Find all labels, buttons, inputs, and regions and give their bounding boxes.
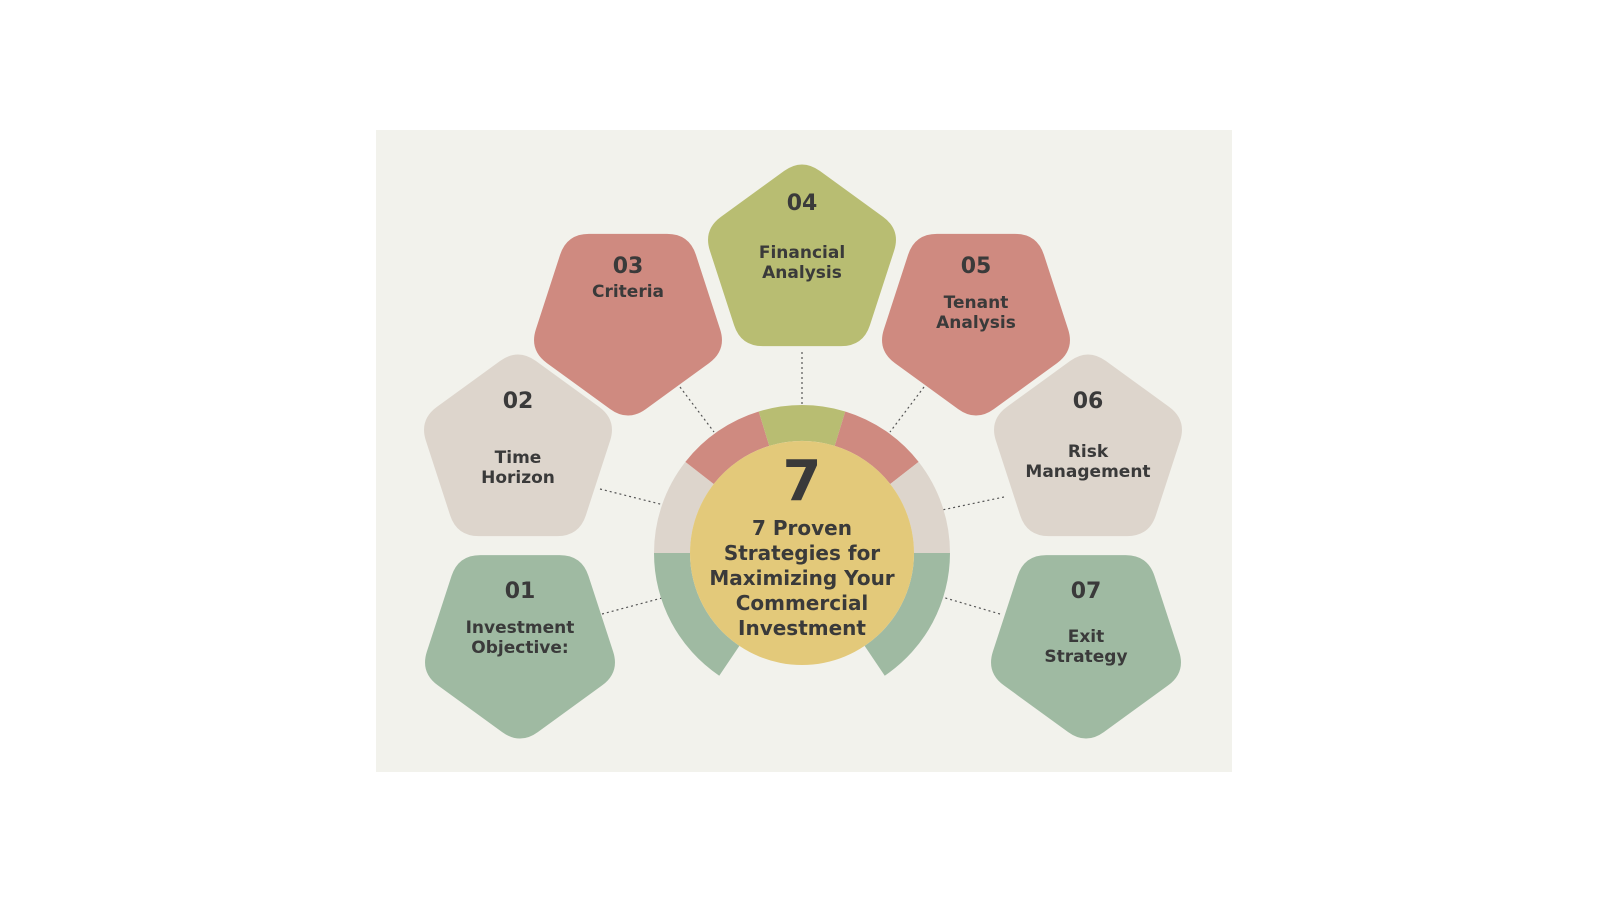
step-label-line: Analysis: [762, 263, 842, 283]
strategy-pentagons: 01InvestmentObjective:02TimeHorizon03Cri…: [424, 164, 1182, 739]
step-label-line: Investment: [466, 618, 575, 638]
step-label-line: Horizon: [481, 468, 555, 488]
step-label-line: Tenant: [944, 293, 1009, 313]
ring-segment-01: [654, 553, 740, 676]
connector-line-07: [941, 596, 1001, 615]
step-label-line: Time: [495, 448, 542, 468]
step-label-line: Risk: [1068, 442, 1109, 462]
connector-line-05: [889, 386, 925, 433]
connector-line-02: [599, 488, 665, 506]
center-title-line: Commercial: [736, 591, 869, 615]
step-label-line: Strategy: [1044, 647, 1127, 667]
ring-segment-05: [834, 411, 919, 485]
ring-segment-06: [890, 461, 950, 553]
step-number: 04: [787, 191, 818, 216]
step-number: 07: [1071, 579, 1102, 604]
center-ring: [654, 404, 950, 676]
ring-segment-02: [654, 461, 714, 553]
ring-segment-04: [758, 404, 846, 446]
step-label-line: Criteria: [592, 282, 664, 302]
pentagon-shape: [534, 233, 722, 416]
step-label-line: Financial: [759, 243, 845, 263]
step-label-line: Management: [1025, 462, 1150, 482]
center-title-line: 7 Proven: [752, 516, 852, 540]
ring-segment-03: [685, 411, 770, 485]
step-number: 05: [961, 254, 992, 279]
pentagon-shape: [425, 555, 615, 739]
pentagon-shape: [708, 164, 896, 347]
step-label-line: Analysis: [936, 313, 1016, 333]
pentagon-shape: [991, 555, 1181, 739]
pentagon-shape: [994, 354, 1182, 537]
pentagon-shape: [424, 354, 612, 537]
connector-lines: [599, 352, 1005, 615]
step-number: 03: [613, 254, 644, 279]
ring-segment-07: [864, 553, 950, 676]
center-title-line: Maximizing Your: [709, 566, 894, 590]
center-circle: [690, 441, 914, 665]
center-title-line: Strategies for: [724, 541, 880, 565]
step-label-line: Objective:: [471, 638, 568, 658]
step-number: 02: [503, 389, 534, 414]
step-number: 01: [505, 579, 536, 604]
connector-line-06: [941, 496, 1005, 511]
step-number: 06: [1073, 389, 1104, 414]
pentagon-shape: [882, 233, 1070, 416]
step-label-line: Exit: [1068, 627, 1105, 647]
center-title-line: Investment: [738, 616, 866, 640]
connector-line-01: [601, 597, 663, 615]
center-number: 7: [783, 449, 822, 514]
connector-line-03: [679, 386, 715, 433]
